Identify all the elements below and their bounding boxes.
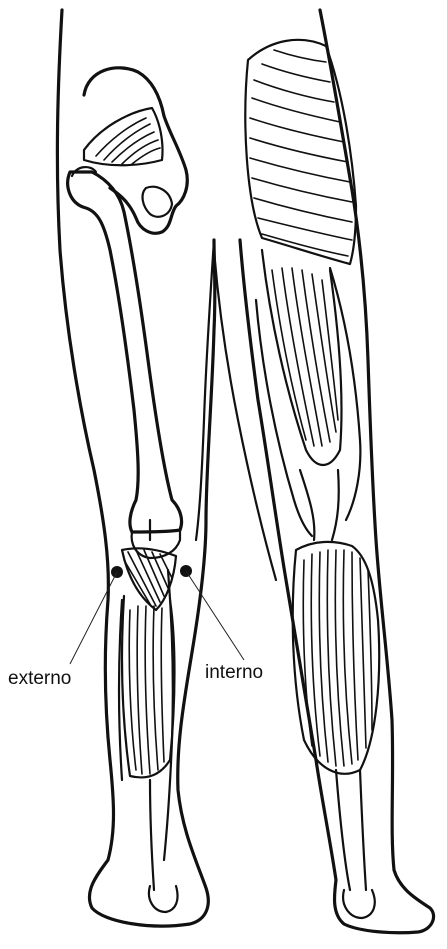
left-leg-outline	[57, 10, 215, 926]
right-achilles	[336, 770, 350, 890]
left-leg-skeletal-view	[57, 10, 215, 926]
left-achilles	[150, 780, 154, 890]
left-calf-muscle	[122, 596, 175, 777]
obturator-foramen	[143, 187, 172, 217]
gluteal-hatching	[96, 118, 160, 164]
hamstring-hatching	[272, 268, 338, 446]
external-label: externo	[8, 668, 71, 689]
right-achilles-inner	[360, 770, 366, 890]
right-leg-outline	[240, 10, 434, 933]
gastrocnemius-hatching	[303, 550, 372, 766]
semimembranosus	[256, 300, 312, 536]
right-heel	[343, 890, 375, 918]
internal-label: interno	[205, 662, 263, 683]
femur-bone	[68, 172, 182, 532]
external-pointer-line	[70, 572, 117, 664]
internal-pointer-line	[186, 571, 244, 660]
right-leg-muscular-view	[214, 10, 434, 933]
